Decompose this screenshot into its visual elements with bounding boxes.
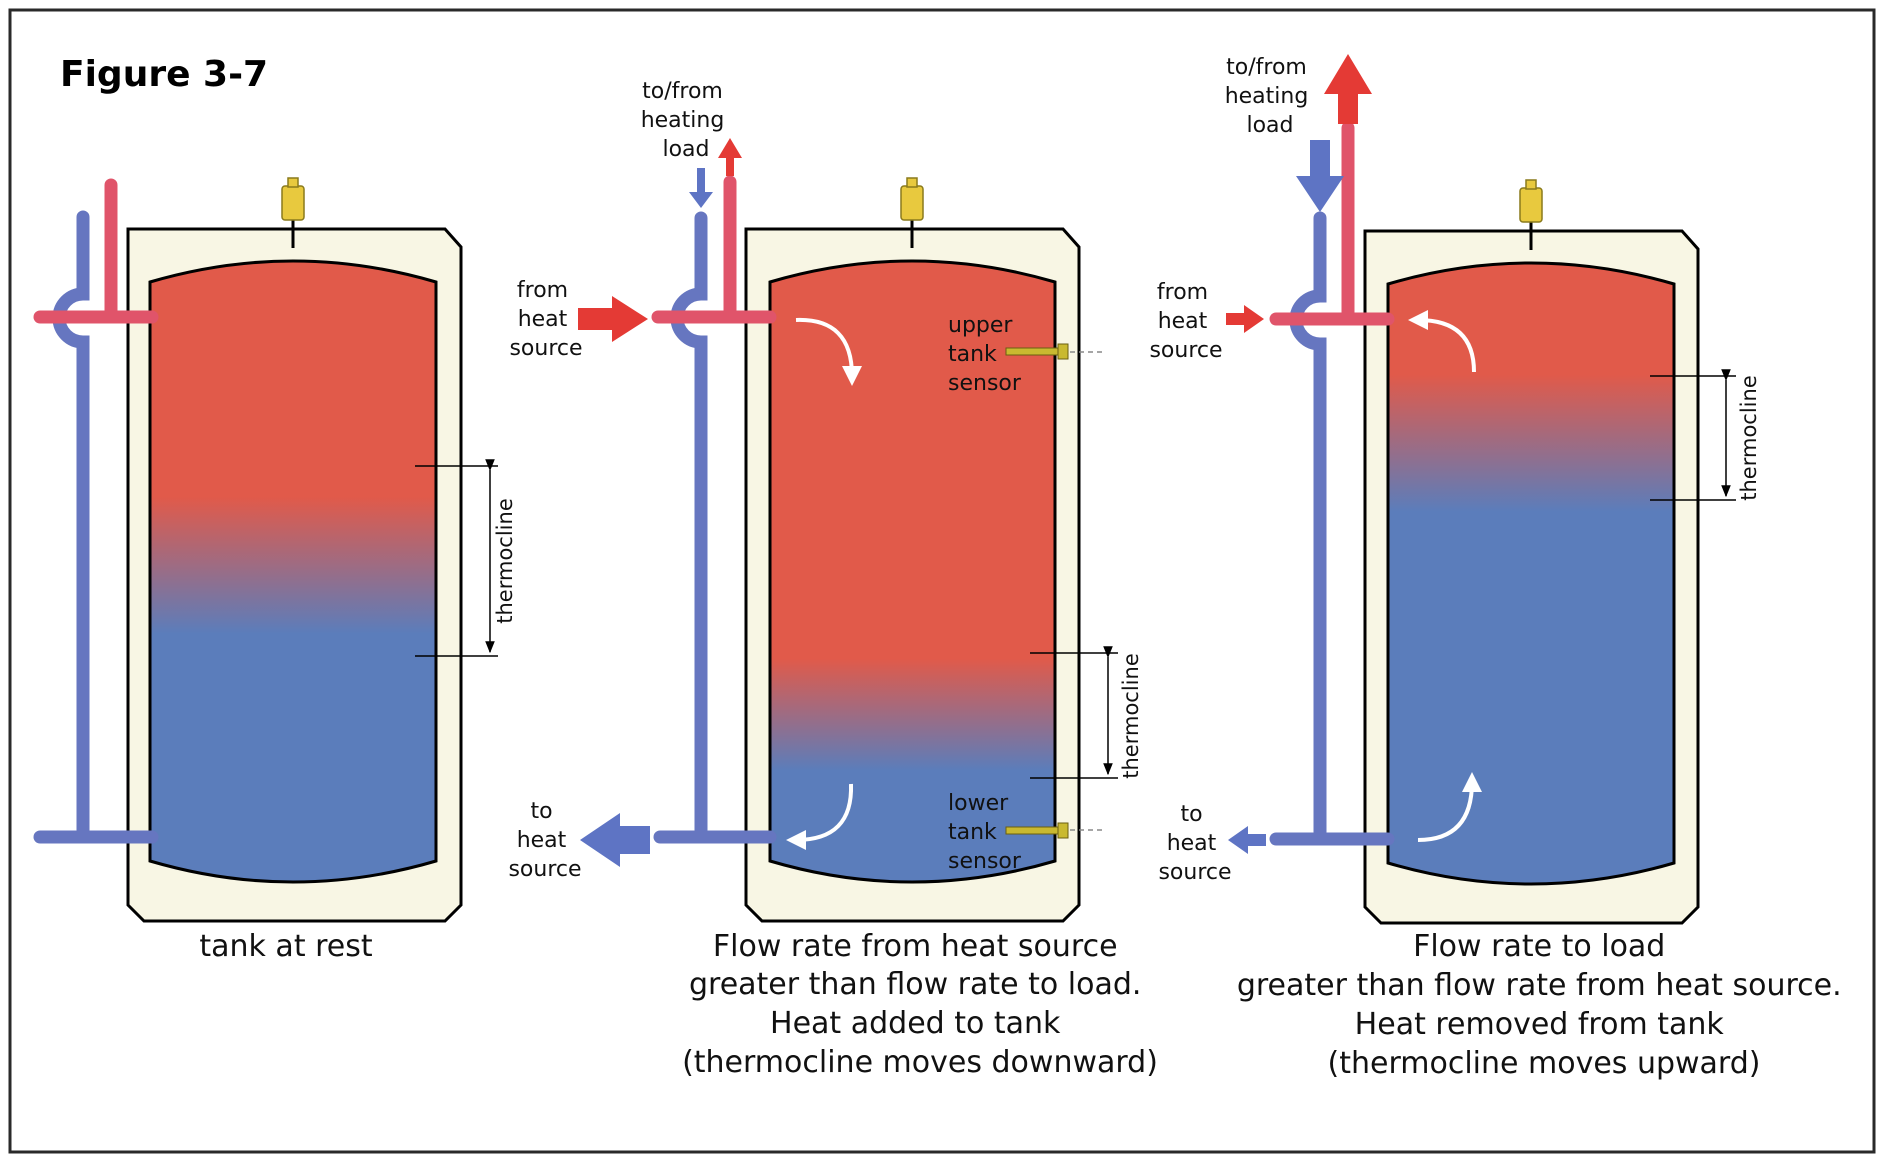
- label-to-heat-source: to heat source: [1158, 802, 1231, 885]
- load-supply-arrow-down: [689, 168, 713, 208]
- load-return-arrow-up: [718, 138, 742, 176]
- lower-sensor-head: [1057, 822, 1069, 839]
- air-vent-cap: [1525, 179, 1537, 190]
- to-heat-source-arrow: [580, 813, 650, 867]
- thermocline-label: thermocline: [1119, 653, 1143, 778]
- label-heating-load: to/from heating load: [1225, 55, 1316, 138]
- label-from-heat-source: from heat source: [1149, 280, 1222, 363]
- to-heat-source-arrow: [1228, 826, 1266, 854]
- label-upper-tank-sensor: upper tank sensor: [948, 313, 1022, 396]
- tank-water: [148, 259, 438, 884]
- from-heat-source-arrow: [578, 296, 648, 342]
- label-to-heat-source: to heat source: [508, 799, 581, 882]
- flow-arrow-down-icon: [795, 317, 862, 386]
- air-vent-icon: [281, 185, 305, 221]
- air-vent-cap: [906, 177, 918, 188]
- load-return-arrow-up: [1324, 54, 1372, 124]
- panel-heat-added: thermocline to/from heating load from he…: [508, 79, 1157, 1080]
- figure-title: Figure 3-7: [60, 54, 268, 95]
- flow-arrow-up-icon: [1408, 310, 1476, 373]
- caption-tank-at-rest: tank at rest: [199, 929, 373, 964]
- label-lower-tank-sensor: lower tank sensor: [948, 791, 1022, 874]
- load-supply-arrow-down: [1296, 140, 1344, 212]
- thermocline-label: thermocline: [1737, 375, 1761, 500]
- label-heating-load: to/from heating load: [641, 79, 732, 162]
- panel-tank-at-rest: thermocline tank at rest: [33, 177, 517, 964]
- upper-tank-sensor: [1005, 347, 1065, 356]
- label-from-heat-source: from heat source: [509, 278, 582, 361]
- caption-heat-removed: Flow rate to load greater than flow rate…: [1237, 929, 1851, 1081]
- upper-sensor-head: [1057, 343, 1069, 360]
- flow-arrow-bottom-icon: [1417, 772, 1482, 842]
- panel-heat-removed: thermocline to/from heating load from he…: [1149, 54, 1851, 1081]
- air-vent-icon: [900, 185, 924, 221]
- from-heat-source-arrow: [1226, 305, 1264, 333]
- thermocline-label: thermocline: [493, 498, 517, 623]
- air-vent-cap: [287, 177, 299, 188]
- lower-tank-sensor: [1005, 826, 1065, 835]
- tank-water: [768, 259, 1057, 884]
- air-vent-icon: [1519, 187, 1543, 223]
- caption-heat-added: Flow rate from heat source greater than …: [682, 929, 1158, 1080]
- tank-water: [1386, 261, 1676, 886]
- flow-arrow-return-icon: [786, 783, 854, 850]
